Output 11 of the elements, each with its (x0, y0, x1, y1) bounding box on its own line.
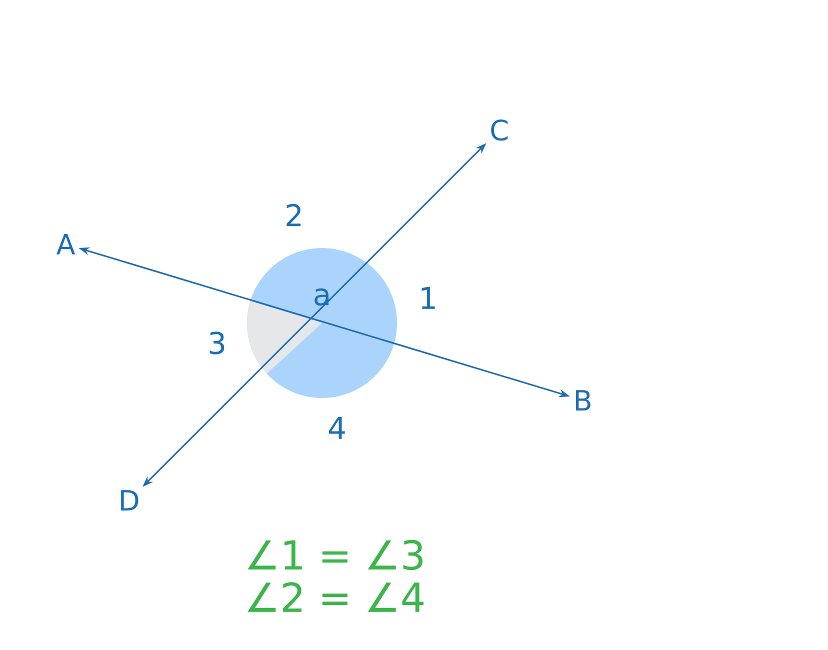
point-label: A (56, 234, 76, 254)
angle-number: 1 (422, 287, 435, 309)
angle-number: 2 (286, 204, 301, 226)
angle-number: 4 (328, 417, 345, 439)
equation: ∠1 = ∠3 (248, 540, 422, 570)
point-label: C (491, 120, 508, 141)
angle-label: a (314, 288, 328, 306)
angle-number: 3 (210, 332, 224, 354)
equation: ∠2 = ∠4 (248, 582, 424, 612)
point-label: D (121, 490, 138, 510)
point-label: B (576, 390, 590, 410)
